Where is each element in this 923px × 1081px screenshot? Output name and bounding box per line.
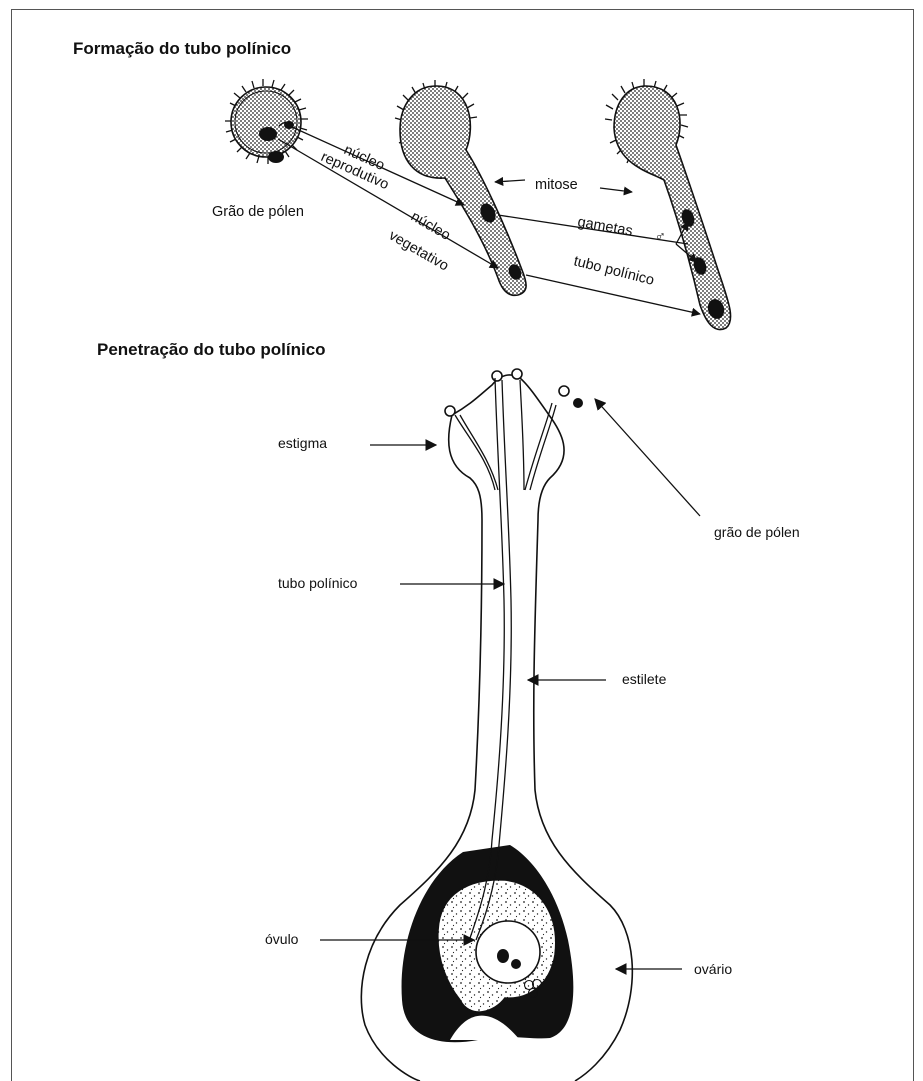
- arrow-pollen-grain: [595, 399, 700, 516]
- label-pollen-grain-2: grão de pólen: [714, 524, 800, 540]
- label-ovary: ovário: [694, 961, 732, 977]
- pollen-grain-2: [395, 80, 526, 295]
- section2-title: Penetração do tubo polínico: [97, 340, 326, 359]
- pollen-grain-1: [225, 79, 308, 164]
- vegetative-nucleus-1: [259, 127, 277, 141]
- label-pollen-grain: Grão de pólen: [212, 204, 304, 220]
- label-ovule: óvulo: [265, 931, 299, 947]
- pollen-grain-3: [605, 79, 731, 330]
- label-stigma: estigma: [278, 435, 327, 451]
- label-pollen-tube-2: tubo polínico: [278, 575, 358, 591]
- label-mitosis: mitose: [535, 177, 578, 193]
- label-pollen-tube-1: tubo polínico: [572, 253, 656, 288]
- arrow-mitosis-left: [495, 180, 525, 182]
- section1-title: Formação do tubo polínico: [73, 39, 291, 58]
- pistil: [361, 369, 632, 1081]
- arrow-pollen-tube: [526, 275, 700, 314]
- male-symbol: ♂: [653, 228, 666, 246]
- embryo-sac: [476, 921, 540, 983]
- label-gametes: gametas: [576, 214, 634, 239]
- label-style: estilete: [622, 671, 667, 687]
- arrow-mitosis-right: [600, 188, 632, 192]
